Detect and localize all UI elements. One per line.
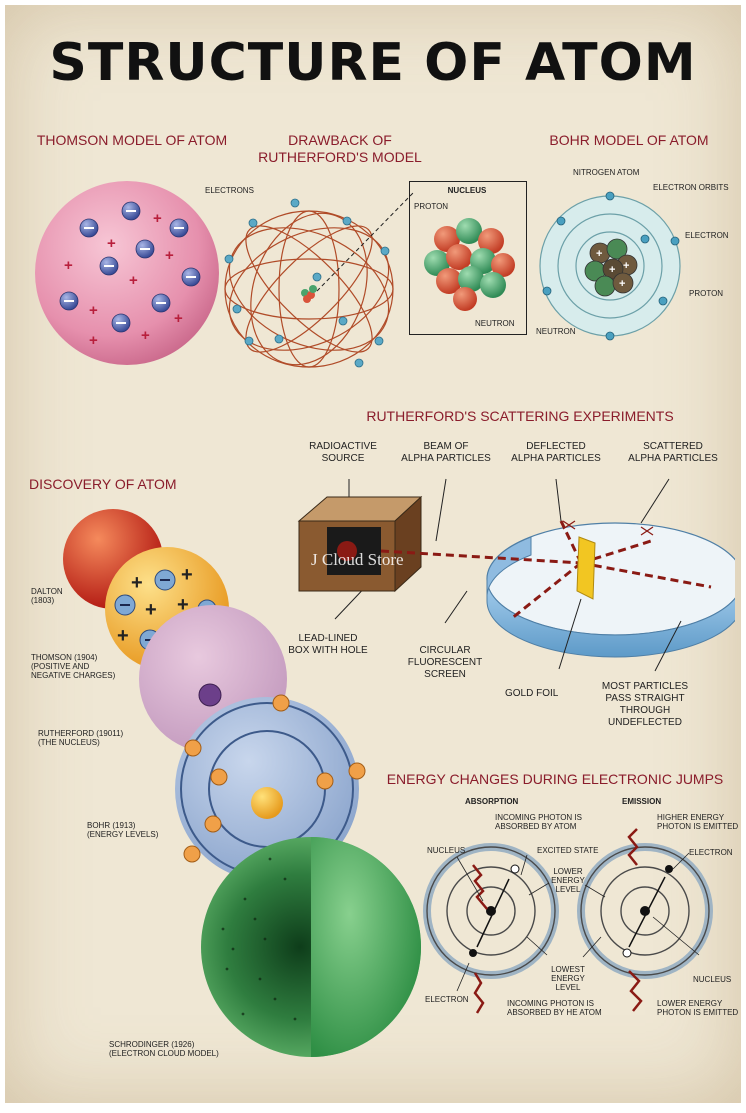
incoming-top-label: INCOMING PHOTON IS ABSORBED BY ATOM: [495, 813, 582, 831]
electrons-label: ELECTRONS: [205, 186, 254, 195]
most-particles-label: MOST PARTICLES PASS STRAIGHT THROUGH UND…: [601, 681, 689, 728]
thomson-heading: THOMSON MODEL OF ATOM: [36, 132, 228, 148]
scattering-apparatus-illustration: [297, 478, 735, 672]
svg-text:+: +: [596, 248, 602, 260]
nitrogen-atom-label: NITROGEN ATOM: [573, 168, 640, 177]
svg-text:+: +: [131, 572, 143, 594]
thomson-atom-illustration: + + + + + + + + +: [35, 181, 219, 365]
bohr-neutron-label: NEUTRON: [536, 327, 576, 336]
rutherford-orbits-illustration: [224, 191, 416, 368]
radioactive-source-label: RADIOACTIVE SOURCE: [309, 441, 377, 464]
drawback-heading-line2: RUTHERFORD'S MODEL: [258, 149, 422, 165]
neutron-label: NEUTRON: [475, 319, 515, 328]
lead-box-label: LEAD-LINED BOX WITH HOLE: [288, 633, 368, 656]
electron-orbits-label: ELECTRON ORBITS: [653, 183, 729, 192]
svg-text:+: +: [609, 264, 615, 276]
drawback-heading: DRAWBACK OF RUTHERFORD'S MODEL: [235, 132, 445, 166]
excited-state-label: EXCITED STATE: [537, 846, 599, 855]
svg-text:+: +: [141, 327, 150, 344]
beam-label: BEAM OF ALPHA PARTICLES: [401, 441, 491, 464]
svg-text:+: +: [623, 260, 629, 272]
energy-heading: ENERGY CHANGES DURING ELECTRONIC JUMPS: [386, 771, 724, 787]
page-title: STRUCTURE OF ATOM: [49, 33, 697, 93]
absorption-nucleus-label: NUCLEUS: [427, 846, 466, 855]
discovery-atoms-illustration: +++++: [63, 509, 421, 1057]
nucleus-label: NUCLEUS: [447, 186, 487, 195]
bohr-nitrogen-illustration: + + + +: [539, 191, 681, 341]
watermark: J Cloud Store: [311, 550, 404, 569]
discovery-rutherford-label: RUTHERFORD (19011) (THE NUCLEUS): [38, 729, 124, 747]
bohr-proton-label: PROTON: [689, 289, 724, 298]
discovery-thomson-label: THOMSON (1904) (POSITIVE AND NEGATIVE CH…: [31, 653, 116, 680]
bohr-electron-label: ELECTRON: [685, 231, 729, 240]
poster: STRUCTURE OF ATOM THOMSON MODEL OF ATOM: [5, 5, 741, 1103]
absorption-label: ABSORPTION: [465, 797, 519, 806]
nucleus-cluster-illustration: [424, 218, 515, 311]
energy-jumps-illustration: [423, 828, 713, 1014]
emission-label: EMISSION: [622, 797, 662, 806]
gold-foil-label: GOLD FOIL: [505, 688, 559, 699]
emission-nucleus-label: NUCLEUS: [693, 975, 732, 984]
scattered-label: SCATTERED ALPHA PARTICLES: [628, 441, 718, 464]
discovery-heading: DISCOVERY OF ATOM: [29, 476, 177, 492]
lower-energy-label: LOWER ENERGY LEVEL: [551, 867, 585, 894]
nucleus-inset-box: [409, 181, 527, 335]
svg-text:+: +: [89, 302, 98, 319]
svg-text:+: +: [145, 599, 157, 621]
svg-text:+: +: [165, 247, 174, 264]
higher-energy-label: HIGHER ENERGY PHOTON IS EMITTED: [657, 813, 739, 831]
lowest-energy-label: LOWEST ENERGY LEVEL: [551, 965, 585, 992]
emission-electron-label: ELECTRON: [689, 848, 733, 857]
svg-text:+: +: [89, 332, 98, 349]
scattering-heading: RUTHERFORD'S SCATTERING EXPERIMENTS: [366, 408, 674, 424]
drawback-heading-line1: DRAWBACK OF: [288, 132, 392, 148]
svg-text:+: +: [129, 272, 138, 289]
svg-text:+: +: [64, 257, 73, 274]
discovery-bohr-label: BOHR (1913) (ENERGY LEVELS): [87, 821, 159, 839]
discovery-dalton-label: DALTON (1803): [31, 587, 63, 605]
screen-label: CIRCULAR FLUORESCENT SCREEN: [407, 645, 483, 680]
svg-text:+: +: [153, 210, 162, 227]
deflected-label: DEFLECTED ALPHA PARTICLES: [511, 441, 601, 464]
discovery-schrodinger-label: SCHRODINGER (1926) (ELECTRON CLOUD MODEL…: [109, 1040, 219, 1058]
svg-text:+: +: [619, 278, 625, 290]
bohr-heading: BOHR MODEL OF ATOM: [549, 132, 709, 148]
svg-text:+: +: [174, 310, 183, 327]
incoming-bottom-label: INCOMING PHOTON IS ABSORBED BY HE ATOM: [507, 999, 602, 1017]
lower-energy-emitted-label: LOWER ENERGY PHOTON IS EMITTED: [657, 999, 739, 1017]
svg-text:+: +: [107, 235, 116, 252]
svg-text:+: +: [177, 594, 189, 616]
absorption-electron-label: ELECTRON: [425, 995, 469, 1004]
svg-text:+: +: [117, 625, 129, 647]
proton-label: PROTON: [414, 202, 449, 211]
svg-text:+: +: [181, 564, 193, 586]
